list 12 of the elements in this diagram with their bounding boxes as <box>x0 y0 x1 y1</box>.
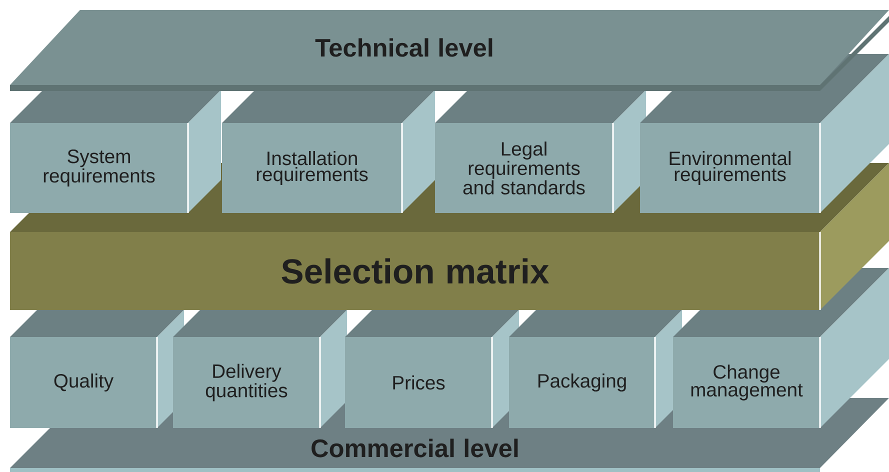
criterion-block: Packaging <box>509 310 682 428</box>
node-label: Quality <box>54 373 114 392</box>
requirement-block: System requirements <box>10 90 221 213</box>
criterion-block: Prices <box>345 310 519 428</box>
node-label: Prices <box>393 375 445 390</box>
requirement-block: Legal requirements and standards <box>435 90 646 213</box>
criterion-block: Delivery quantities <box>173 310 347 428</box>
node-label: Packaging <box>538 373 626 392</box>
level-plate: Technical level <box>10 10 889 91</box>
node-label: Change management <box>691 364 803 400</box>
criterion-block: Quality <box>10 310 184 428</box>
requirement-block: Installation requirements <box>222 90 435 213</box>
